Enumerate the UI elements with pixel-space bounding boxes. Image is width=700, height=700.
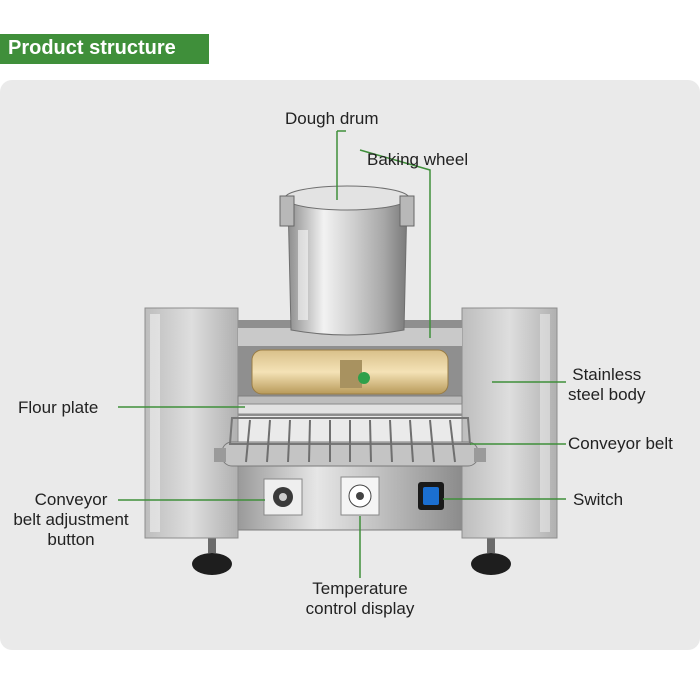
power-switch[interactable] [418,482,444,510]
conveyor-adjust-line1: Conveyor [34,490,108,509]
dough-drum [279,185,415,336]
conveyor-adjust-knob[interactable] [263,478,303,516]
temperature-label: Temperature control display [290,579,430,619]
section-header: Product structure [0,34,209,64]
conveyor-adjust-line2: belt adjustment [13,510,129,529]
flour-plate [237,403,463,415]
dough-drum-label: Dough drum [285,109,379,128]
leader-lines [118,130,566,578]
conveyor-adjust-line3: button [47,530,95,549]
conveyor-adjust-label: Conveyor belt adjustment button [2,490,140,550]
flour-plate-label: Flour plate [18,398,99,417]
temperature-line1: Temperature [312,579,408,598]
machine-feet [192,535,511,575]
baking-wheel-label: Baking wheel [367,150,469,169]
section-title: Product structure [8,37,176,59]
temperature-line2: control display [305,599,415,618]
stainless-body-line1: Stainless [572,365,642,384]
switch-label: Switch [573,490,624,509]
stainless-body-label: Stainless steel body [568,365,646,405]
conveyor-belt-label: Conveyor belt [568,434,673,453]
baking-mechanism [237,320,463,416]
conveyor-belt [214,417,486,467]
temperature-controller[interactable] [340,476,380,516]
stainless-body-line2: steel body [568,385,646,404]
